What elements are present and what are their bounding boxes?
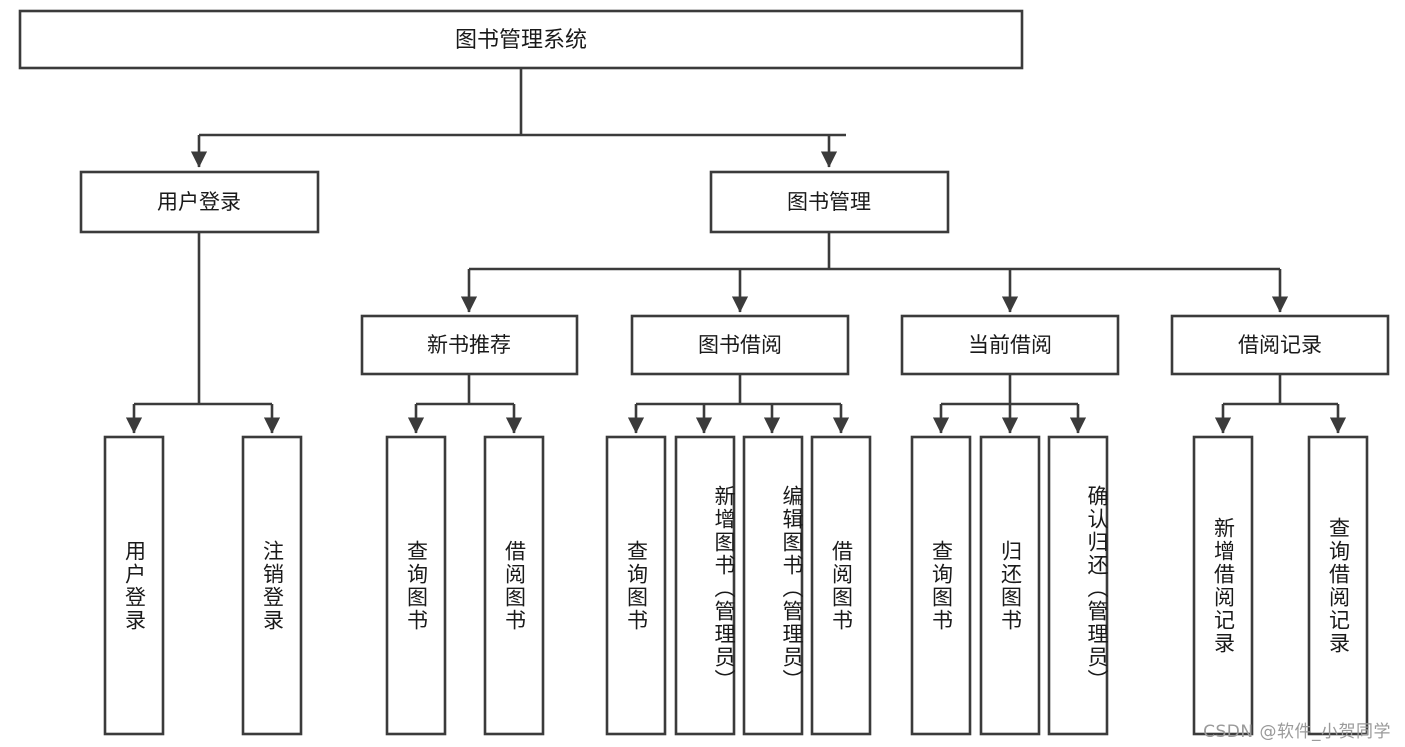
leaf-box-current-borrow-1[interactable] [910,435,972,736]
connector-newbook-to-leaves [407,374,523,434]
node-root[interactable]: 图书管理系统 [18,9,1024,70]
csdn-watermark: CSDN @软件_小贺同学 [1203,722,1391,742]
node-user-login[interactable]: 用户登录 [79,170,320,234]
node-book-management-label: 图书管理 [787,190,871,214]
leaf-box-book-borrow-4[interactable] [810,435,872,736]
connector-bookmgmt-to-level3 [460,233,1289,313]
node-book-borrow-label: 图书借阅 [698,333,782,357]
connector-currentborrow-to-leaves [932,374,1087,434]
leaf-box-new-book-1[interactable] [385,435,447,736]
node-user-login-label: 用户登录 [157,190,241,214]
connector-userlogin-to-leaves [125,233,281,434]
leaf-box-book-borrow-3[interactable] [742,435,804,736]
node-book-borrow[interactable]: 图书借阅 [630,314,850,376]
node-book-management[interactable]: 图书管理 [709,170,950,234]
leaf-box-current-borrow-2[interactable] [979,435,1041,736]
leaf-box-user-login-2[interactable] [241,435,303,736]
connector-root-to-level2 [190,69,846,168]
node-root-label: 图书管理系统 [455,28,587,53]
leaf-box-borrow-record-1[interactable] [1192,435,1254,736]
leaf-box-book-borrow-1[interactable] [605,435,667,736]
node-current-borrow-label: 当前借阅 [968,333,1052,357]
leaf-box-new-book-2[interactable] [483,435,545,736]
node-current-borrow[interactable]: 当前借阅 [900,314,1120,376]
leaf-box-book-borrow-2[interactable] [674,435,736,736]
connector-borrowrecord-to-leaves [1214,374,1347,434]
leaf-box-borrow-record-2[interactable] [1307,435,1369,736]
node-new-book-recommend[interactable]: 新书推荐 [360,314,579,376]
node-borrow-record-label: 借阅记录 [1238,333,1322,357]
leaf-box-current-borrow-3[interactable] [1047,435,1109,736]
leaf-box-user-login-1[interactable] [103,435,165,736]
connector-bookborrow-to-leaves [627,374,850,434]
node-borrow-record[interactable]: 借阅记录 [1170,314,1390,376]
node-new-book-recommend-label: 新书推荐 [427,333,511,357]
